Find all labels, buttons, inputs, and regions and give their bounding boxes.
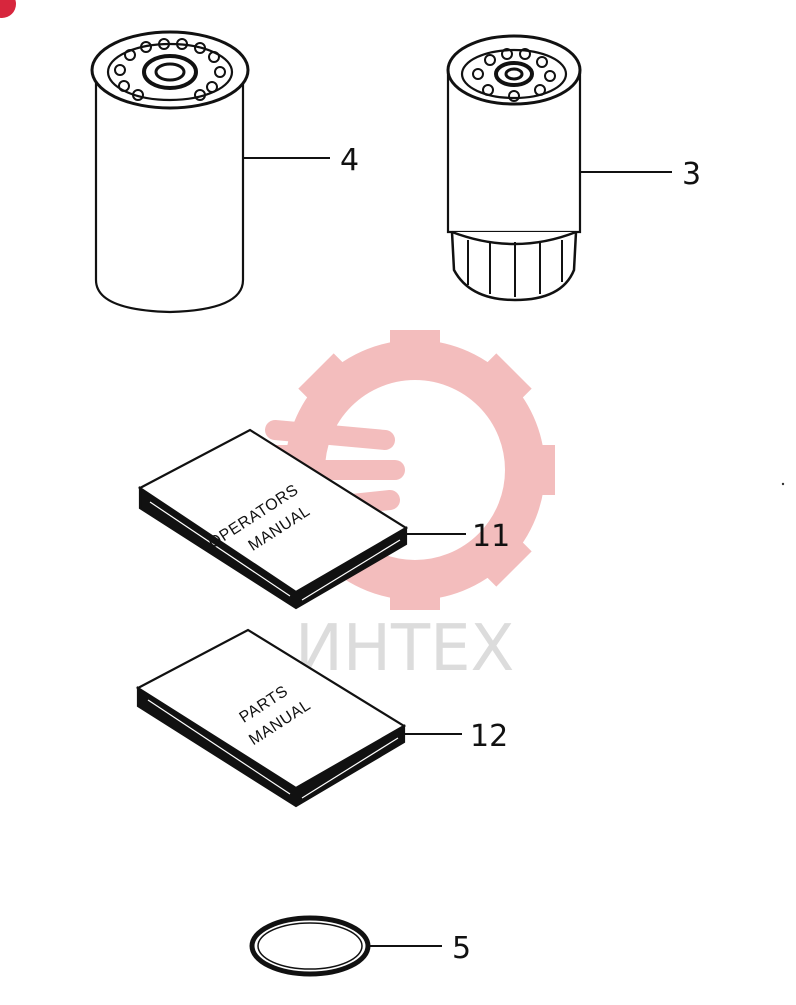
callout-4: 4 [340,143,359,178]
callout-5: 5 [452,931,471,966]
speck [781,482,785,486]
operators-manual[interactable] [137,428,466,610]
callout-12: 12 [470,719,508,754]
callout-3: 3 [682,157,701,192]
oil-filter[interactable] [90,30,330,314]
watermark-text: ИНТЕХ [295,612,514,686]
corner-marker [0,0,16,18]
callout-11: 11 [472,519,510,554]
parts-manual[interactable] [135,628,462,808]
fuel-filter[interactable] [446,34,672,302]
o-ring[interactable] [249,915,442,977]
